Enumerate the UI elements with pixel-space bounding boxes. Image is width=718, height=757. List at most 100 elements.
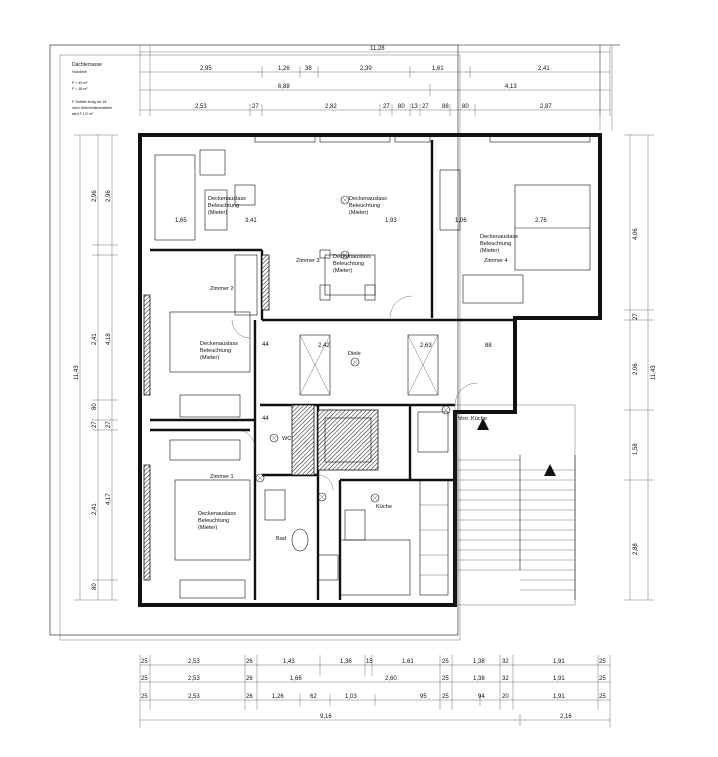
- top-dimension-lines: 11,28 2,95 1,26 38 2,39 1,61 2,41 6,88 4…: [139, 46, 611, 116]
- dim-bottom: 1,91: [553, 694, 565, 700]
- left-dimension-lines: 2,96 2,96 2,41 4,18 80 27 27 4,17 2,41 8…: [74, 134, 118, 601]
- terrace-note-line: wird F 1/2 m²: [72, 112, 94, 116]
- dim-top-total: 11,28: [370, 46, 385, 52]
- dim-bottom: 25: [599, 694, 606, 700]
- room-dim: 88: [485, 343, 492, 349]
- stair-arrow-icon: [477, 418, 489, 430]
- dim-right: 1,58: [633, 443, 639, 455]
- dim-left: 2,41: [92, 503, 98, 515]
- light-outlet-icon: [441, 405, 451, 415]
- room-name: Zimmer 1: [210, 474, 234, 480]
- dim-bottom: 25: [599, 659, 606, 665]
- terrace-title: Dachterrasse: [72, 62, 102, 68]
- room-name: Zimmer 2: [210, 286, 234, 292]
- light-note: Beleuchtung: [208, 203, 239, 209]
- dim-top: 27: [383, 104, 390, 110]
- room-zimmer-3: Deckenauslass Beleuchtung (Mieter) Decke…: [175, 196, 397, 264]
- light-note: Beleuchtung: [480, 241, 511, 247]
- dim-top: 27: [252, 104, 259, 110]
- dim-bottom: 25: [141, 659, 148, 665]
- light-outlet-icon: [317, 492, 327, 502]
- bottom-dimension-lines: 25 2,53 26 1,43 1,36 15 1,61 25 1,38 32 …: [139, 655, 611, 728]
- light-note: Deckenauslass: [208, 196, 246, 202]
- dim-right: 4,06: [633, 228, 639, 240]
- terrace-outline: [49, 44, 620, 641]
- right-dimension-lines: 4,06 27 2,06 1,58 2,88 11,43: [624, 134, 657, 601]
- dim-right: 27: [633, 313, 639, 320]
- dim-right: 2,06: [633, 363, 639, 375]
- dim-top: 2,39: [360, 66, 372, 72]
- dim-right: 2,88: [633, 543, 639, 555]
- dim-bottom: 1,36: [340, 659, 352, 665]
- walls: [138, 133, 602, 607]
- dim-left: 80: [92, 583, 98, 590]
- light-outlet-icon: [269, 433, 279, 443]
- room-wet: Küche Vorr. Küche WC Bad: [276, 416, 487, 542]
- electrical-symbols: [255, 195, 451, 503]
- light-note: Beleuchtung: [333, 261, 364, 267]
- dim-top: 13: [411, 104, 418, 110]
- terrace-val: F = 18 m²: [72, 87, 88, 91]
- room-name: Bad: [276, 536, 286, 542]
- dim-bottom: 25: [442, 676, 449, 682]
- terrace-val: P = 40 m²: [72, 81, 88, 85]
- dim-top: 2,41: [538, 66, 550, 72]
- dim-bottom: 1,66: [290, 676, 302, 682]
- dim-left: 2,41: [92, 333, 98, 345]
- dim-bottom: 1,38: [473, 676, 485, 682]
- dim-top: 2,53: [195, 104, 207, 110]
- light-outlet-icon: [340, 195, 350, 205]
- room-dim: 2,63: [420, 343, 432, 349]
- dim-bottom: 2,53: [188, 659, 200, 665]
- light-note: (Mieter): [333, 268, 352, 274]
- dim-right-total: 11,43: [651, 365, 657, 380]
- dim-bottom: 20: [502, 694, 509, 700]
- room-dim: 1,06: [455, 218, 467, 224]
- dim-bottom: 1,38: [473, 659, 485, 665]
- dim-top: 2,82: [325, 104, 337, 110]
- light-note: (Mieter): [200, 355, 219, 361]
- dim-bottom: 2,53: [188, 676, 200, 682]
- room-dim: 44: [262, 416, 269, 422]
- dim-bottom: 25: [141, 694, 148, 700]
- dim-bottom: 25: [141, 676, 148, 682]
- dim-top: 2,95: [200, 66, 212, 72]
- room-name: Zimmer 4: [484, 258, 508, 264]
- dim-left: 2,96: [106, 190, 112, 202]
- dim-top: 4,13: [505, 84, 517, 90]
- dining-light: Deckenauslass Beleuchtung (Mieter): [333, 254, 371, 274]
- room-name: Diele: [348, 351, 361, 357]
- room-zimmer-4: Deckenauslass Beleuchtung (Mieter) Zimme…: [455, 218, 547, 264]
- dim-bottom: 1,91: [553, 676, 565, 682]
- stairwell: [454, 404, 576, 606]
- light-note: (Mieter): [349, 210, 368, 216]
- dim-left: 27: [106, 421, 112, 428]
- dim-left-total: 11,43: [74, 365, 80, 380]
- dim-bottom: 62: [310, 694, 317, 700]
- dim-bottom: 32: [502, 659, 509, 665]
- light-note: Beleuchtung: [200, 348, 231, 354]
- dim-bottom: 25: [442, 659, 449, 665]
- dim-bottom: 25: [442, 694, 449, 700]
- dim-bottom: 95: [420, 694, 427, 700]
- dim-bottom: 32: [502, 676, 509, 682]
- dim-top: 2,87: [540, 104, 552, 110]
- dim-top: 1,61: [432, 66, 444, 72]
- dim-bottom: 26: [246, 694, 253, 700]
- room-diele: Diele 2,42 2,63 88: [318, 343, 492, 357]
- dim-bottom: 1,91: [553, 659, 565, 665]
- dim-top: 88: [442, 104, 449, 110]
- room-dim: 1,93: [385, 218, 397, 224]
- dim-top: 80: [398, 104, 405, 110]
- dim-bottom: 1,43: [283, 659, 295, 665]
- dim-bottom: 26: [246, 659, 253, 665]
- dim-bottom: 1,03: [345, 694, 357, 700]
- dim-left: 4,18: [106, 333, 112, 345]
- light-note: Beleuchtung: [198, 518, 229, 524]
- dim-bottom: 2,60: [385, 676, 397, 682]
- dim-bottom: 2,53: [188, 694, 200, 700]
- light-note: Deckenauslass: [333, 254, 371, 260]
- dim-bottom: 2,16: [560, 714, 572, 720]
- light-outlet-icon: [255, 473, 265, 483]
